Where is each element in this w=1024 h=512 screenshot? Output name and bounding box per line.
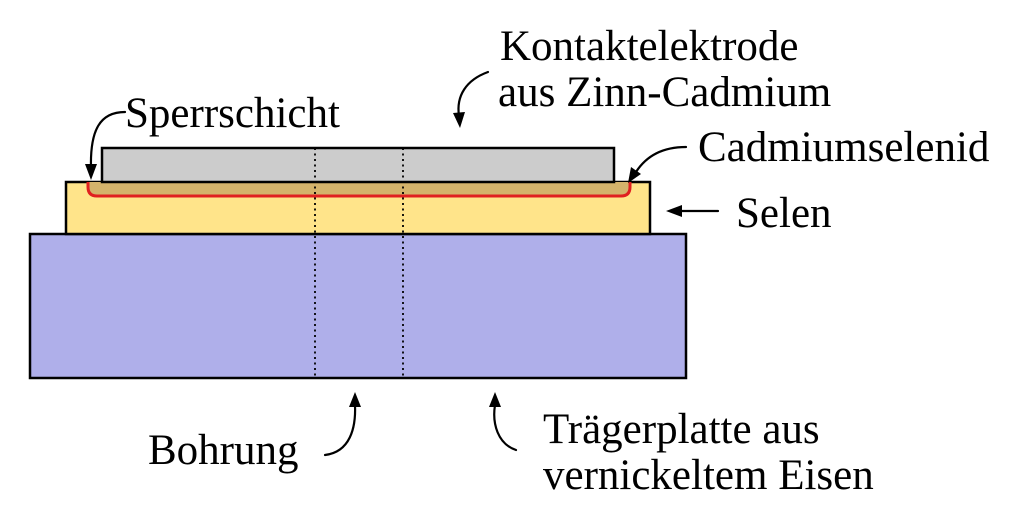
cadmiumselenid-arrow <box>628 145 688 183</box>
bohrung-arrow <box>323 392 361 457</box>
label-kontaktelektrode-line1: Kontaktelektrode <box>500 23 799 70</box>
label-traegerplatte-line2: vernickeltem Eisen <box>543 452 874 499</box>
label-kontaktelektrode-line2: aus Zinn-Cadmium <box>498 69 831 116</box>
label-sperrschicht: Sperrschicht <box>125 90 340 137</box>
barrier-layer-line <box>86 182 632 198</box>
label-selen: Selen <box>736 190 832 237</box>
label-cadmiumselenid: Cadmiumselenid <box>698 124 989 171</box>
kontakt-arrow <box>453 70 490 128</box>
label-traegerplatte-line1: Trägerplatte aus <box>543 406 820 453</box>
carrier-plate <box>28 232 688 380</box>
label-bohrung: Bohrung <box>148 427 299 474</box>
traegerplatte-arrow <box>489 392 518 452</box>
selen-arrow <box>666 205 720 217</box>
cadmium-selenide-layer <box>88 182 630 196</box>
sperrschicht-arrow <box>85 110 127 180</box>
contact-electrode <box>100 146 616 184</box>
